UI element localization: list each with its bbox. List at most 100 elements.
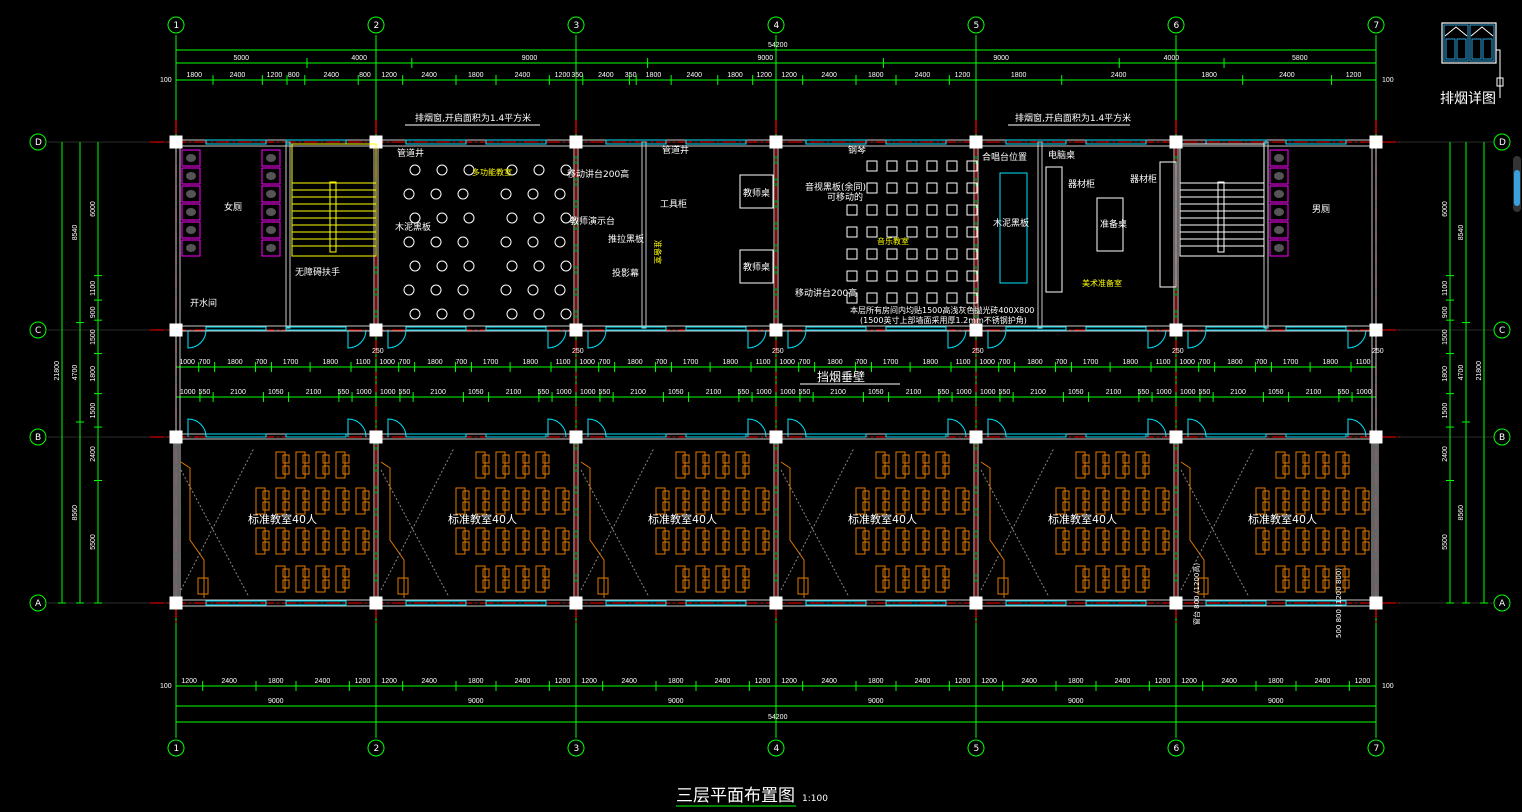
window-corridor — [405, 433, 467, 438]
seat-stool — [430, 236, 442, 248]
student-chair — [922, 501, 930, 511]
student-chair — [482, 530, 490, 540]
toilet-stall — [1269, 203, 1289, 221]
dim-value: 2400 — [421, 678, 437, 685]
window-corridor — [485, 326, 547, 331]
student-chair — [1322, 579, 1330, 589]
dim-value: 1800 — [646, 72, 662, 79]
dim-value: 4700 — [72, 365, 79, 381]
dim-note: 250 — [972, 348, 984, 355]
axis-label-6: 6 — [1174, 744, 1180, 754]
student-chair — [562, 530, 570, 540]
dim-value: 54200 — [768, 714, 788, 721]
dim-value: 1500 — [90, 329, 97, 345]
dim-value: 2400 — [90, 446, 97, 462]
dim-value: 1000 — [579, 359, 595, 366]
dim-value: 5000 — [234, 55, 250, 62]
student-chair — [1302, 579, 1310, 589]
student-desk — [875, 527, 886, 555]
student-chair — [1142, 530, 1150, 540]
dim-value: 1100 — [956, 359, 971, 366]
column — [969, 596, 983, 610]
seat-stool — [527, 284, 539, 296]
student-desk — [915, 487, 926, 515]
student-desk — [535, 527, 546, 555]
floor-note-1: 本层所有房间内均贴1500高浅灰色抛光砖400X800 — [850, 305, 1034, 315]
dim-value: 1800 — [1268, 678, 1284, 685]
student-chair — [502, 579, 510, 589]
label-choir: 合唱台位置 — [982, 151, 1027, 163]
dim-value: 1800 — [668, 678, 684, 685]
student-chair — [1282, 454, 1290, 464]
teacher-desk — [739, 249, 774, 284]
lectern — [997, 577, 1009, 595]
music-seat — [886, 226, 898, 238]
axis-label-B: B — [35, 433, 41, 443]
door — [787, 329, 807, 349]
axis-bubble — [1493, 133, 1511, 151]
dim-value: 2100 — [1306, 389, 1322, 396]
sightline — [1180, 469, 1250, 598]
student-chair — [922, 490, 930, 500]
student-desk — [735, 527, 746, 555]
seat-stool — [533, 164, 545, 176]
student-chair — [462, 490, 470, 500]
vertical-scrollbar[interactable] — [1513, 156, 1521, 212]
toilet-stall — [181, 149, 201, 167]
dim-value: 5800 — [1292, 55, 1308, 62]
student-desk — [295, 527, 306, 555]
seat-stool — [430, 284, 442, 296]
room-label-water-room: 开水间 — [190, 297, 217, 309]
student-chair — [502, 490, 510, 500]
dim-value: 2100 — [830, 389, 846, 396]
dim-value: 1800 — [1027, 359, 1043, 366]
scrollbar-thumb[interactable] — [1514, 170, 1520, 206]
window-corridor — [805, 433, 867, 438]
toilet-stall — [181, 203, 201, 221]
dim-value: 1800 — [427, 359, 443, 366]
student-desk — [1295, 527, 1306, 555]
dim-value: 1200 — [781, 72, 797, 79]
smoke-window-note-left: 排烟窗,开启面积为1.4平方米 — [415, 112, 531, 124]
student-chair — [542, 579, 550, 589]
music-seat — [886, 204, 898, 216]
toilet-stall — [1269, 149, 1289, 167]
student-chair — [522, 465, 530, 475]
seat-stool — [409, 260, 421, 272]
door — [1187, 418, 1207, 438]
stair-rail — [1217, 181, 1225, 253]
music-seat — [846, 292, 858, 304]
music-seat — [946, 204, 958, 216]
axis-label-3: 3 — [574, 21, 580, 31]
student-desk — [1095, 487, 1106, 515]
toilet-icon — [186, 244, 196, 252]
student-chair — [302, 490, 310, 500]
student-desk — [715, 451, 726, 479]
window-north — [885, 139, 947, 145]
column — [369, 596, 383, 610]
student-chair — [882, 490, 890, 500]
seat-stool — [403, 188, 415, 200]
axis-label-2: 2 — [374, 21, 380, 31]
column — [769, 135, 783, 149]
music-seat — [886, 248, 898, 260]
dim-value: 2400 — [1315, 678, 1331, 685]
axis-label-6: 6 — [1174, 21, 1180, 31]
student-chair — [1282, 490, 1290, 500]
student-chair — [1342, 530, 1350, 540]
student-chair — [702, 465, 710, 475]
student-desk — [935, 527, 946, 555]
music-seat — [846, 248, 858, 260]
music-seat — [966, 204, 978, 216]
dim-value: 1200 — [955, 72, 971, 79]
window-south — [485, 600, 547, 606]
door — [1347, 418, 1367, 438]
student-chair — [1342, 501, 1350, 511]
dim-value: 550 — [937, 389, 949, 396]
student-desk — [855, 487, 866, 515]
student-chair — [762, 530, 770, 540]
student-desk — [355, 487, 366, 515]
dim-value: 1200 — [1181, 678, 1197, 685]
